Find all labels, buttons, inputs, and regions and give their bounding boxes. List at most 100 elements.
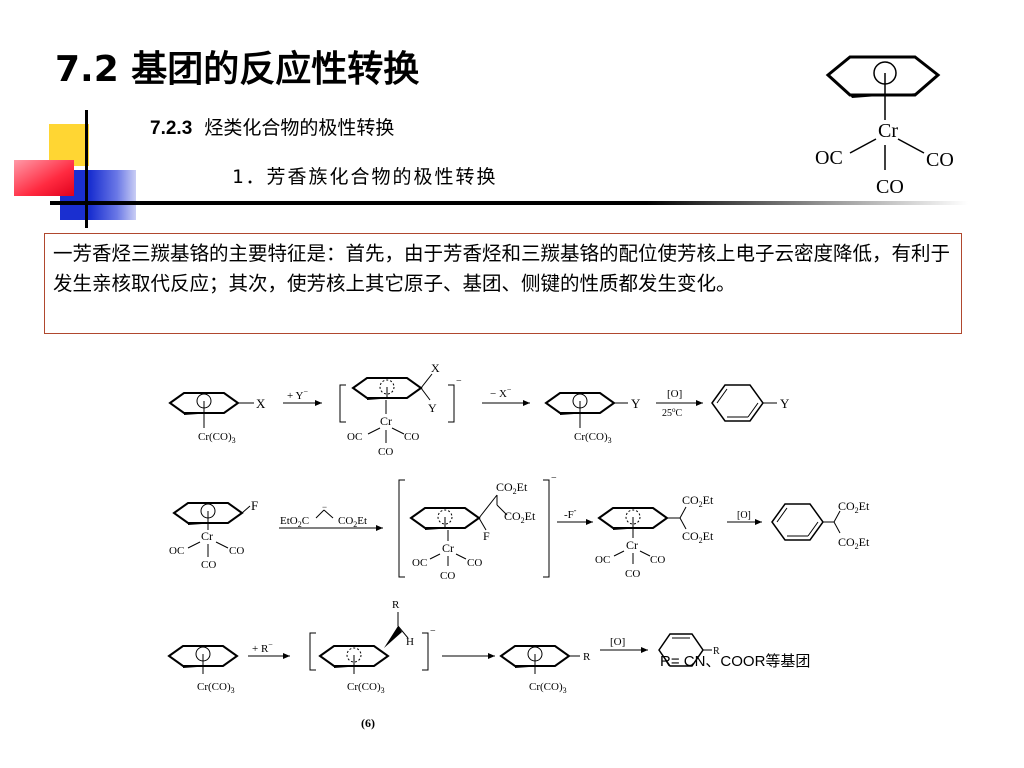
row1-intermediate: − X Y Cr OC CO CO xyxy=(339,361,462,458)
row3-reactant: Cr(CO)3 xyxy=(168,645,238,695)
svg-text:Cr(CO)3: Cr(CO)3 xyxy=(529,681,567,695)
bond-cr-co-right xyxy=(897,138,925,154)
co-bottom-label: CO xyxy=(876,176,904,198)
svg-text:Cr: Cr xyxy=(201,529,213,543)
section-number: 7.2.3 xyxy=(150,118,193,139)
row1-reagent2-sup: − xyxy=(507,385,512,394)
section-heading: 7.2.3 烃类化合物的极性转换 xyxy=(150,113,394,140)
row3-intermediate: − R H Cr(CO)3 xyxy=(309,599,436,695)
svg-text:OC: OC xyxy=(595,554,610,566)
row2-reagent-d: Et xyxy=(357,515,367,527)
row1-int-y: Y xyxy=(428,401,437,415)
substituent-note: R= CN、COOR等基团 xyxy=(660,653,811,670)
row3-charge: − xyxy=(430,626,436,637)
decor-vertical-line xyxy=(85,110,88,228)
row2-prod-co2et2: CO xyxy=(682,529,699,543)
row3-final-r: R xyxy=(713,646,720,657)
row1-int-x: X xyxy=(431,361,440,375)
row2-reagent3: [O] xyxy=(737,510,751,521)
row3-product: R Cr(CO)3 xyxy=(500,645,591,695)
row3-reagent1-sup: − xyxy=(268,640,273,649)
row1-cond-temp: 25 xyxy=(662,408,672,419)
row2-prod-co2et1: CO xyxy=(682,493,699,507)
row2-reactant: F Cr OC CO CO xyxy=(169,498,258,571)
svg-text:OC: OC xyxy=(347,431,362,443)
row3-product-r: R xyxy=(583,651,591,663)
svg-text:CO: CO xyxy=(201,559,216,571)
section-title: 烃类化合物的极性转换 xyxy=(204,117,395,139)
svg-text:Cr: Cr xyxy=(626,538,638,552)
row1-final-y: Y xyxy=(780,396,790,411)
svg-text:CO2Et: CO2Et xyxy=(338,515,367,529)
co-right-label: CO xyxy=(926,149,954,171)
row1-charge: − xyxy=(456,376,462,387)
description-box: 一芳香烃三羰基铬的主要特征是：首先，由于芳香烃和三羰基铬的配位使芳核上电子云密度… xyxy=(44,233,962,334)
row2-prod-co2et1-end: Et xyxy=(703,493,714,507)
row1-x-label: X xyxy=(256,396,266,411)
svg-text:Cr: Cr xyxy=(442,541,454,555)
row2-int-co2et1-end: Et xyxy=(517,480,528,494)
row3-reagent3: [O] xyxy=(610,636,625,648)
row2-reagent-b: C xyxy=(302,515,309,527)
row2-final-co2et2: CO xyxy=(838,535,855,549)
svg-text:-F-: -F- xyxy=(564,506,577,521)
row2-reagent2-sup: - xyxy=(574,506,577,515)
row2-int-co2et2: CO xyxy=(504,509,521,523)
svg-text:EtO2C: EtO2C xyxy=(280,515,309,529)
page-title: 7.2 基团的反应性转换 xyxy=(55,49,420,90)
row2-prod-co2et2-end: Et xyxy=(703,529,714,543)
row3-int-h: H xyxy=(406,636,414,648)
svg-text:Cr: Cr xyxy=(380,414,392,428)
svg-text:Cr(CO)3: Cr(CO)3 xyxy=(347,681,385,695)
svg-text:CO: CO xyxy=(625,568,640,580)
row1-reagent1: + Y xyxy=(287,390,304,402)
row1-reactant: X Cr(CO)3 xyxy=(169,392,266,445)
benzene-ring-shadow xyxy=(850,75,938,98)
row2-reagent2: -F xyxy=(564,509,574,521)
row3-int-r: R xyxy=(392,599,400,611)
svg-text:OC: OC xyxy=(412,557,427,569)
row1-reagent2: − X xyxy=(490,388,507,400)
oc-label: OC xyxy=(815,147,843,169)
svg-text:CO2Et: CO2Et xyxy=(682,493,714,509)
svg-text:Cr(CO)3: Cr(CO)3 xyxy=(197,681,235,695)
svg-text:CO2Et: CO2Et xyxy=(838,535,870,551)
svg-text:− X−: − X− xyxy=(490,385,512,400)
svg-text:CO: CO xyxy=(378,446,393,458)
row1-crco3-1: Cr(CO) xyxy=(198,431,232,443)
svg-text:CO2Et: CO2Et xyxy=(838,499,870,515)
row2-reagent-a: EtO xyxy=(280,515,298,527)
row2-final-co2et2-end: Et xyxy=(859,535,870,549)
row3-reagent1: + R xyxy=(252,643,269,655)
svg-text:CO2Et: CO2Et xyxy=(504,509,536,525)
row2-int-f: F xyxy=(483,529,490,543)
svg-text:25oC: 25oC xyxy=(662,406,683,419)
decor-red-square xyxy=(14,160,74,196)
subsection-heading: 1．芳香族化合物的极性转换 xyxy=(232,166,498,188)
svg-text:CO2Et: CO2Et xyxy=(496,480,528,496)
svg-text:CO2Et: CO2Et xyxy=(682,529,714,545)
row2-product: CO2Et CO2Et Cr OC CO CO xyxy=(595,493,714,580)
svg-text:OC: OC xyxy=(169,545,184,557)
svg-text:Cr(CO)3: Cr(CO)3 xyxy=(198,431,236,445)
svg-text:+ Y−: + Y− xyxy=(287,387,309,402)
cr-label: Cr xyxy=(878,120,898,142)
row2-f-label: F xyxy=(251,498,258,513)
row1-cond-unit: C xyxy=(676,408,683,419)
svg-text:Cr(CO)3: Cr(CO)3 xyxy=(574,431,612,445)
svg-text:CO: CO xyxy=(404,431,419,443)
row3-final-benzene: R xyxy=(658,633,720,667)
row1-product: Y Cr(CO)3 xyxy=(545,392,641,445)
bond-cr-oc xyxy=(849,138,877,154)
figure-number: (6) xyxy=(361,716,375,730)
row2-charge: − xyxy=(551,473,557,484)
svg-text:CO: CO xyxy=(467,557,482,569)
row2-intermediate: − CO2Et CO2Et F Cr OC CO CO xyxy=(398,473,557,582)
svg-text:+ R−: + R− xyxy=(252,640,273,655)
row2-int-co2et2-end: Et xyxy=(525,509,536,523)
row1-crco3-2-sub: 3 xyxy=(608,436,612,445)
svg-text:CO: CO xyxy=(440,570,455,582)
row2-int-co2et1: CO xyxy=(496,480,513,494)
row2-final-co2et1-end: Et xyxy=(859,499,870,513)
